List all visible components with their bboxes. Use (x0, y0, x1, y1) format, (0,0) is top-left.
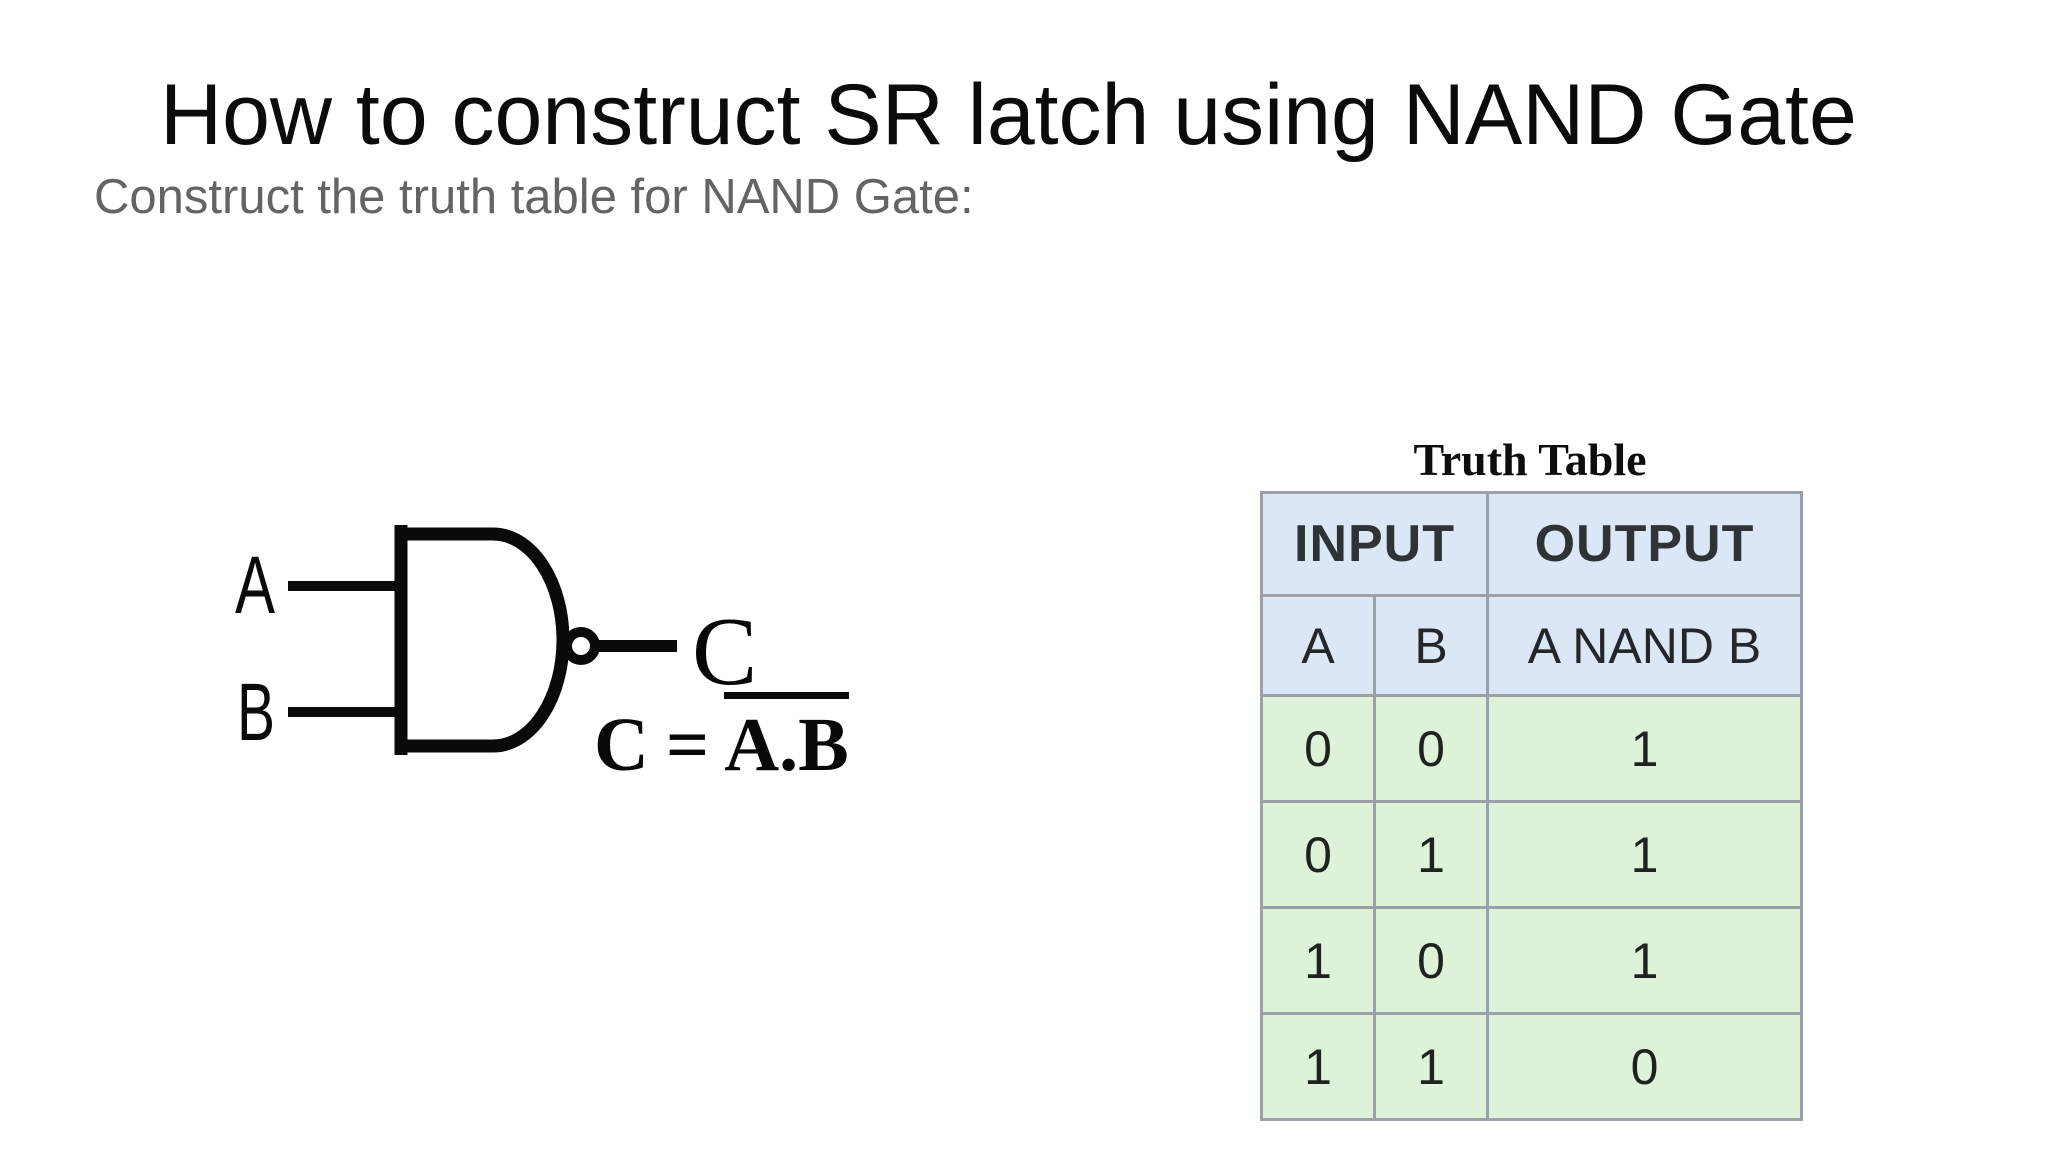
cell-a: 0 (1260, 800, 1376, 909)
col-header-b: B (1373, 594, 1489, 697)
page-title: How to construct SR latch using NAND Gat… (160, 67, 1857, 163)
cell-out: 1 (1486, 694, 1803, 803)
formula-lhs: C (594, 703, 649, 787)
input-a-label: A (235, 540, 275, 631)
table-row: 1 1 0 (1260, 1012, 1803, 1121)
truth-table-title: Truth Table (1413, 434, 1647, 485)
table-row: 0 0 1 (1260, 694, 1803, 803)
formula-rhs-overlined: A.B (724, 692, 849, 783)
cell-b: 1 (1373, 800, 1489, 909)
page-subtitle: Construct the truth table for NAND Gate: (94, 170, 974, 224)
cell-out: 0 (1486, 1012, 1803, 1121)
input-b-label: B (237, 667, 275, 758)
inversion-bubble-icon (562, 627, 600, 665)
formula-equals: = (665, 703, 710, 787)
output-group-header: OUTPUT (1486, 491, 1803, 597)
cell-out: 1 (1486, 906, 1803, 1015)
group-header-row: INPUT OUTPUT (1260, 491, 1803, 597)
nand-gate-symbol (394, 527, 570, 753)
table-row: 1 0 1 (1260, 906, 1803, 1015)
cell-a: 0 (1260, 694, 1376, 803)
input-group-header: INPUT (1260, 491, 1489, 597)
col-header-a: A (1260, 594, 1376, 697)
truth-table: INPUT OUTPUT A B A NAND B 0 0 1 0 1 1 1 … (1260, 491, 1803, 1121)
column-header-row: A B A NAND B (1260, 594, 1803, 697)
cell-out: 1 (1486, 800, 1803, 909)
cell-a: 1 (1260, 1012, 1376, 1121)
col-header-out: A NAND B (1486, 594, 1803, 697)
cell-b: 0 (1373, 906, 1489, 1015)
cell-b: 1 (1373, 1012, 1489, 1121)
nand-gate-diagram: A B C (235, 525, 757, 758)
truth-table-section: Truth Table INPUT OUTPUT A B A NAND B 0 … (1260, 434, 1803, 1121)
cell-a: 1 (1260, 906, 1376, 1015)
output-c-label: C (692, 598, 757, 706)
table-row: 0 1 1 (1260, 800, 1803, 909)
nand-formula: C=A.B (594, 692, 849, 783)
cell-b: 0 (1373, 694, 1489, 803)
